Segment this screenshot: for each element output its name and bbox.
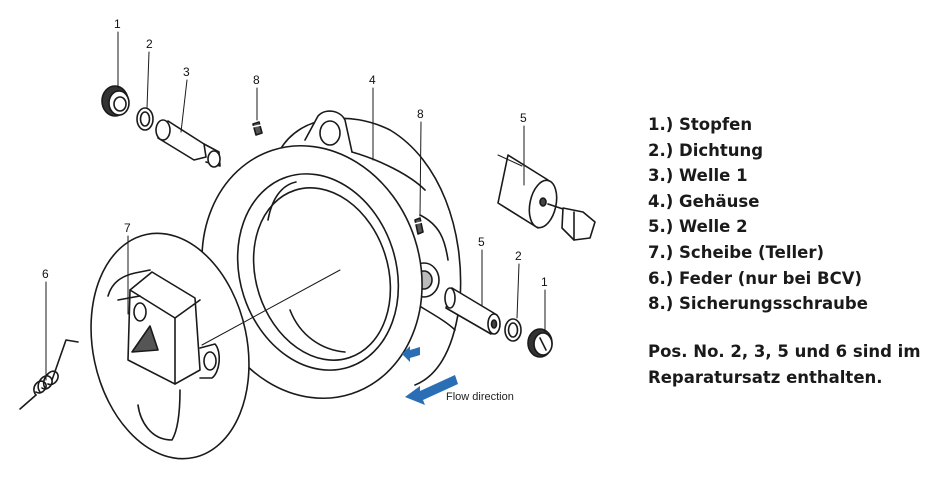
callout-6: 6 [42, 267, 49, 281]
callout-1-bottom: 1 [541, 275, 548, 289]
legend-item-welle-1: 3.) Welle 1 [648, 166, 748, 186]
callout-3: 3 [183, 65, 190, 79]
repair-kit-note: Pos. No. 2, 3, 5 und 6 sind im Reparatur… [648, 339, 938, 390]
plug-bottom-drawing [527, 328, 553, 358]
legend-item-dichtung: 2.) Dichtung [648, 140, 764, 160]
repair-kit-note-line-1: Pos. No. 2, 3, 5 und 6 sind im [648, 342, 921, 361]
shaft-1-drawing [155, 119, 221, 168]
shaft-2-bottom-drawing [444, 287, 501, 335]
callout-8-mid: 8 [417, 107, 424, 121]
shaft-2-top-drawing [497, 154, 596, 241]
repair-kit-note-line-2: Reparatursatz enthalten. [648, 367, 883, 387]
setscrew-mid-drawing [413, 217, 424, 235]
seal-bottom-drawing [504, 318, 522, 342]
legend-item-welle-2: 5.) Welle 2 [648, 217, 748, 237]
callout-8-top: 8 [253, 73, 260, 87]
seal-top-drawing [136, 107, 154, 131]
callout-4: 4 [369, 73, 376, 87]
callout-5-bottom: 5 [478, 235, 485, 249]
legend-item-stopfen: 1.) Stopfen [648, 115, 753, 134]
setscrew-top-drawing [251, 121, 263, 136]
callout-5-top: 5 [520, 111, 527, 125]
parts-legend: 1.) Stopfen 2.) Dichtung 3.) Welle 1 4.)… [648, 112, 938, 317]
legend-item-scheibe: 7.) Scheibe (Teller) [648, 242, 825, 262]
flow-arrow-large [405, 375, 458, 405]
legend-item-feder: 6.) Feder (nur bei BCV) [648, 268, 863, 288]
legend-item-gehaeuse: 4.) Gehäuse [648, 191, 760, 211]
callout-1-top: 1 [114, 17, 121, 31]
callout-2-bottom: 2 [515, 249, 522, 263]
housing-ring-drawing [201, 144, 423, 400]
legend-item-sicherungsschraube: 8.) Sicherungsschraube [648, 294, 868, 314]
leader-lines [45, 31, 546, 381]
flow-arrow-small [402, 346, 420, 362]
callout-2-top: 2 [146, 37, 153, 51]
callout-7: 7 [124, 221, 131, 235]
spring-drawing [19, 339, 79, 410]
flow-direction-label: Flow direction [446, 391, 514, 403]
callout-numbers: 1 2 3 8 4 8 5 7 6 5 2 1 [42, 17, 548, 289]
plug-top-drawing [101, 85, 130, 117]
disc-drawing [90, 232, 250, 460]
